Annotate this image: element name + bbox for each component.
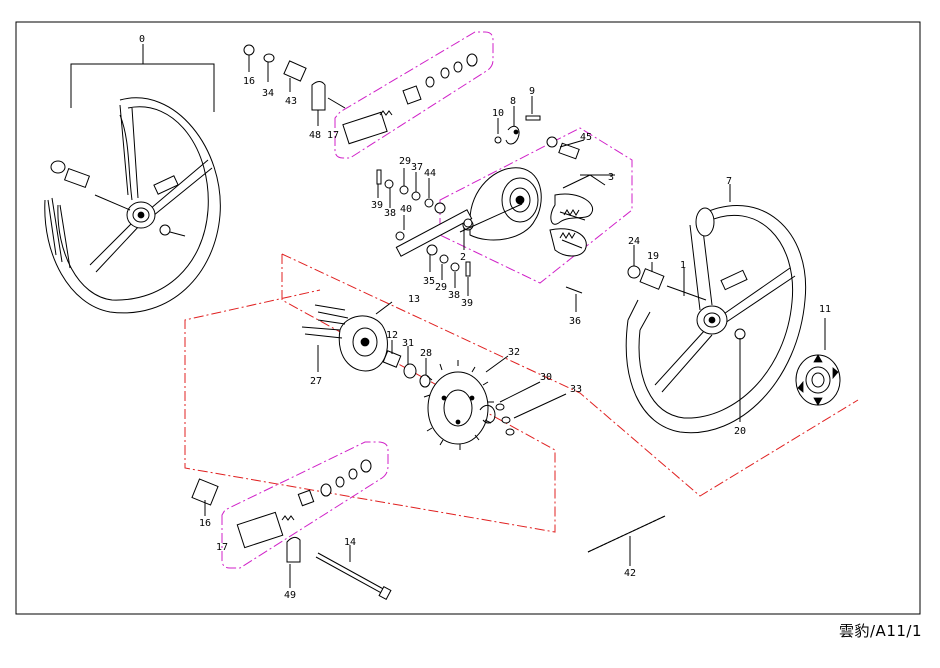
label-38-upper: 38: [384, 208, 396, 219]
label-13: 13: [408, 294, 420, 305]
label-17-lower: 17: [216, 542, 228, 553]
label-27: 27: [310, 376, 322, 387]
label-20: 20: [734, 426, 746, 437]
part-11-disc: [795, 318, 841, 406]
label-30: 30: [540, 372, 552, 383]
lower-axle-group-outline: [221, 441, 389, 569]
label-16: 16: [243, 76, 255, 87]
part-labels: 0 16 34 43 48 17 10 8 9 45 3 29 37 44 39…: [139, 34, 831, 601]
label-39-lower: 39: [461, 298, 473, 309]
part-40-link: [395, 209, 473, 257]
label-0: 0: [139, 34, 145, 45]
label-9: 9: [529, 86, 535, 97]
chain-line-outline: [184, 254, 556, 533]
label-16-lower: 16: [199, 518, 211, 529]
drawing-reference: 雲豹/A11/1: [839, 622, 922, 640]
label-44: 44: [424, 168, 436, 179]
label-39-upper: 39: [371, 200, 383, 211]
leader-lines: [204, 55, 741, 588]
label-24: 24: [628, 236, 640, 247]
label-34: 34: [262, 88, 274, 99]
sprocket-carrier: [301, 304, 431, 388]
label-43: 43: [285, 96, 297, 107]
label-40: 40: [400, 204, 412, 215]
hub-group-outline: [439, 127, 633, 284]
part-32-sprocket: [423, 360, 494, 450]
label-45: 45: [580, 132, 592, 143]
part-24-washer: [627, 265, 641, 279]
label-14: 14: [344, 537, 356, 548]
upper-axle-hardware: [243, 44, 478, 145]
right-wheel: [625, 205, 807, 434]
label-2: 2: [460, 252, 466, 263]
rear-chain-line-outline: [281, 253, 859, 497]
label-36: 36: [569, 316, 581, 327]
label-28: 28: [420, 348, 432, 359]
hub-assembly: [462, 167, 615, 257]
label-35: 35: [423, 276, 435, 287]
left-wheel: [44, 44, 221, 314]
label-29-lower: 29: [435, 282, 447, 293]
label-17: 17: [327, 130, 339, 141]
label-8: 8: [510, 96, 516, 107]
label-11: 11: [819, 304, 831, 315]
label-49: 49: [284, 590, 296, 601]
small-hardware-upper: [376, 169, 446, 214]
label-3: 3: [608, 172, 614, 183]
brake-hardware: [494, 115, 580, 160]
lower-axle-hardware: [191, 459, 392, 600]
small-hardware-lower: [426, 244, 471, 277]
label-31: 31: [402, 338, 414, 349]
label-19: 19: [647, 251, 659, 262]
label-33: 33: [570, 384, 582, 395]
upper-axle-group-outline: [334, 31, 494, 159]
label-38-lower: 38: [448, 290, 460, 301]
label-12: 12: [386, 330, 398, 341]
part-19-spacer: [639, 268, 665, 290]
label-48: 48: [309, 130, 321, 141]
label-7: 7: [726, 176, 732, 187]
label-42: 42: [624, 568, 636, 579]
label-37: 37: [411, 162, 423, 173]
diagram-frame: [15, 21, 921, 615]
label-1: 1: [680, 260, 686, 271]
part-36-pin: [565, 286, 583, 294]
label-32: 32: [508, 347, 520, 358]
label-29-upper: 29: [399, 156, 411, 167]
part-42-chain: [587, 515, 666, 553]
label-10: 10: [492, 108, 504, 119]
sprocket-fasteners: [479, 403, 515, 436]
